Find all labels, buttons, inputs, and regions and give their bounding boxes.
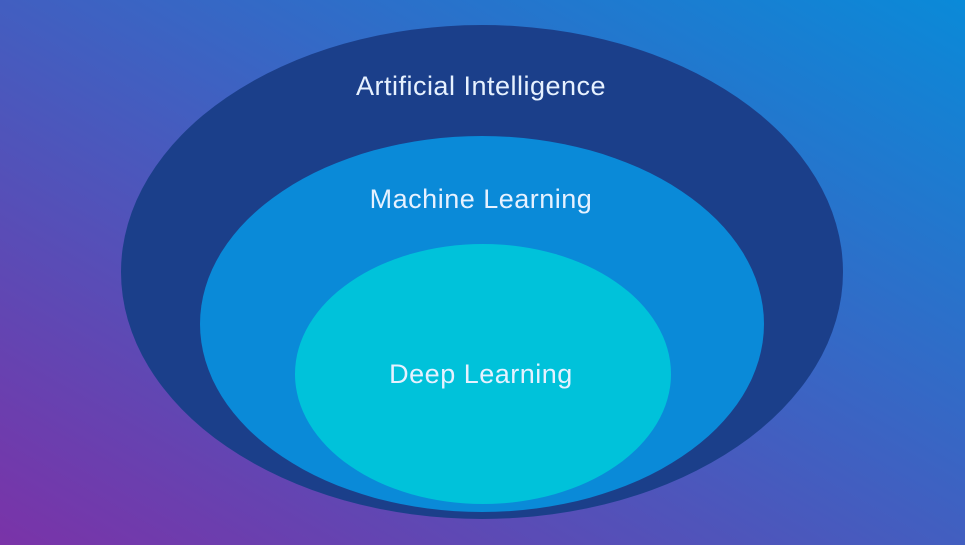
ellipse-deep-learning	[295, 244, 671, 504]
label-artificial-intelligence: Artificial Intelligence	[356, 71, 606, 101]
label-machine-learning: Machine Learning	[370, 184, 593, 214]
label-deep-learning: Deep Learning	[389, 359, 573, 389]
